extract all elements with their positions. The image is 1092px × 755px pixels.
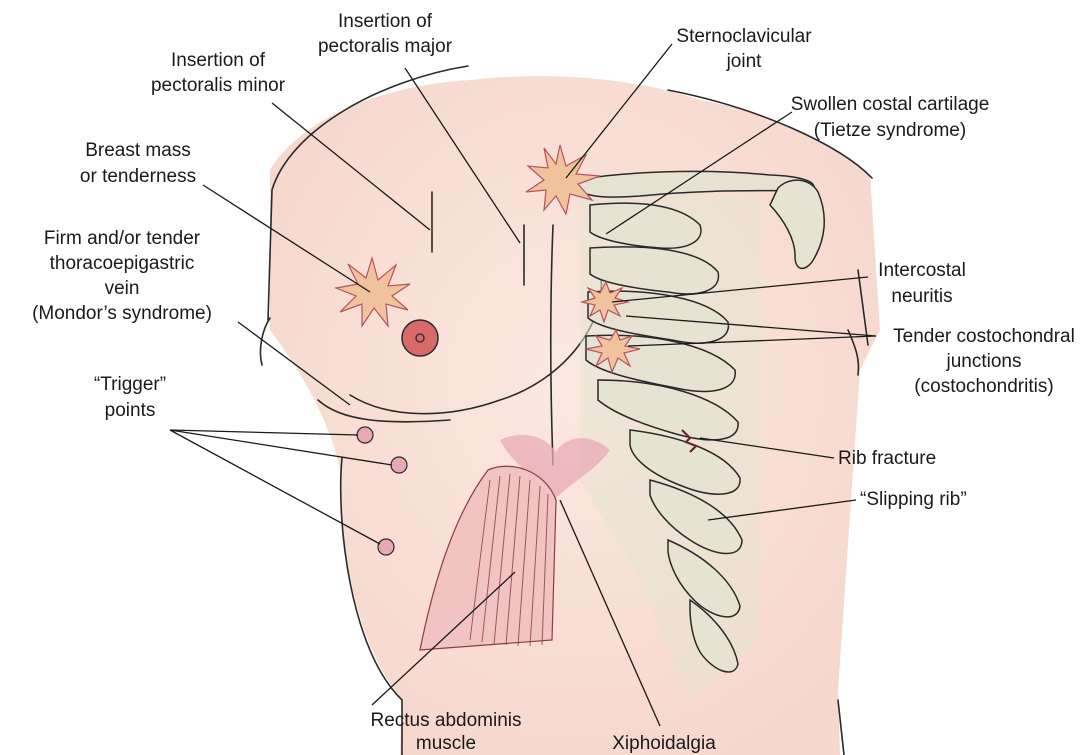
svg-text:Insertion of: Insertion of [171, 50, 266, 71]
torso-right-outline [667, 89, 873, 755]
label-xiphoidalgia: Xiphoidalgia [612, 733, 716, 754]
svg-text:muscle: muscle [416, 733, 476, 754]
label-mondor: Firm and/or tender thoracoepigastric vei… [32, 228, 212, 324]
svg-text:(Mondor’s syndrome): (Mondor’s syndrome) [32, 303, 212, 324]
trigger-point-2 [390, 456, 408, 474]
leader-lines [169, 43, 877, 727]
intercostal-burst [579, 280, 631, 324]
trigger-point-1 [356, 426, 374, 444]
sternoclavicular-burst [525, 144, 601, 216]
svg-text:or tenderness: or tenderness [80, 166, 196, 187]
svg-text:“Slipping rib”: “Slipping rib” [860, 489, 967, 510]
trigger-point-3 [377, 538, 395, 556]
svg-text:(Tietze syndrome): (Tietze syndrome) [814, 120, 966, 141]
svg-text:points: points [105, 400, 156, 421]
arm-cut-left [259, 317, 271, 366]
svg-text:pectoralis major: pectoralis major [318, 36, 453, 57]
costochondral-burst [585, 328, 641, 374]
svg-text:Sternoclavicular: Sternoclavicular [676, 26, 812, 47]
svg-text:junctions: junctions [946, 351, 1022, 372]
rib-cage [585, 202, 743, 673]
rectus-fibers [469, 473, 549, 647]
label-rib-fracture: Rib fracture [838, 448, 936, 469]
label-sternoclavicular: Sternoclavicular joint [676, 26, 812, 72]
mondor-vein [317, 399, 451, 423]
svg-text:Firm and/or tender: Firm and/or tender [44, 228, 201, 249]
svg-text:“Trigger”: “Trigger” [94, 374, 166, 395]
rib-fracture-mark [681, 429, 698, 453]
svg-text:vein: vein [105, 278, 140, 299]
svg-text:thoracoepigastric: thoracoepigastric [50, 253, 195, 274]
svg-text:neuritis: neuritis [891, 286, 952, 307]
svg-text:Breast mass: Breast mass [85, 140, 191, 161]
rectus-muscle [419, 465, 557, 651]
label-intercostal: Intercostal neuritis [878, 260, 966, 307]
label-costochondritis: Tender costochondral junctions (costocho… [893, 326, 1075, 397]
svg-text:pectoralis minor: pectoralis minor [151, 75, 286, 96]
svg-text:Tender costochondral: Tender costochondral [893, 326, 1075, 347]
svg-text:Insertion of: Insertion of [338, 11, 433, 32]
svg-text:Swollen costal cartilage: Swollen costal cartilage [791, 94, 990, 115]
label-pectoralis-major: Insertion of pectoralis major [318, 11, 453, 57]
nipple-center [415, 333, 425, 343]
torso-left-outline [267, 65, 469, 755]
svg-text:Intercostal: Intercostal [878, 260, 966, 281]
xiphoid-region [500, 434, 610, 498]
shoulder-bone [769, 179, 825, 270]
label-rectus: Rectus abdominis muscle [370, 710, 521, 754]
svg-text:Xiphoidalgia: Xiphoidalgia [612, 733, 716, 754]
svg-text:(costochondritis): (costochondritis) [914, 376, 1053, 397]
svg-text:Rib fracture: Rib fracture [838, 448, 936, 469]
label-slipping-rib: “Slipping rib” [860, 489, 967, 510]
label-trigger-points: “Trigger” points [94, 374, 166, 421]
nipple [401, 319, 439, 357]
svg-text:Rectus abdominis: Rectus abdominis [370, 710, 521, 731]
label-tietze: Swollen costal cartilage (Tietze syndrom… [791, 94, 990, 141]
svg-text:joint: joint [726, 51, 763, 72]
sternum-line [549, 224, 554, 466]
label-breast-mass: Breast mass or tenderness [80, 140, 196, 187]
label-pectoralis-minor: Insertion of pectoralis minor [151, 50, 286, 96]
